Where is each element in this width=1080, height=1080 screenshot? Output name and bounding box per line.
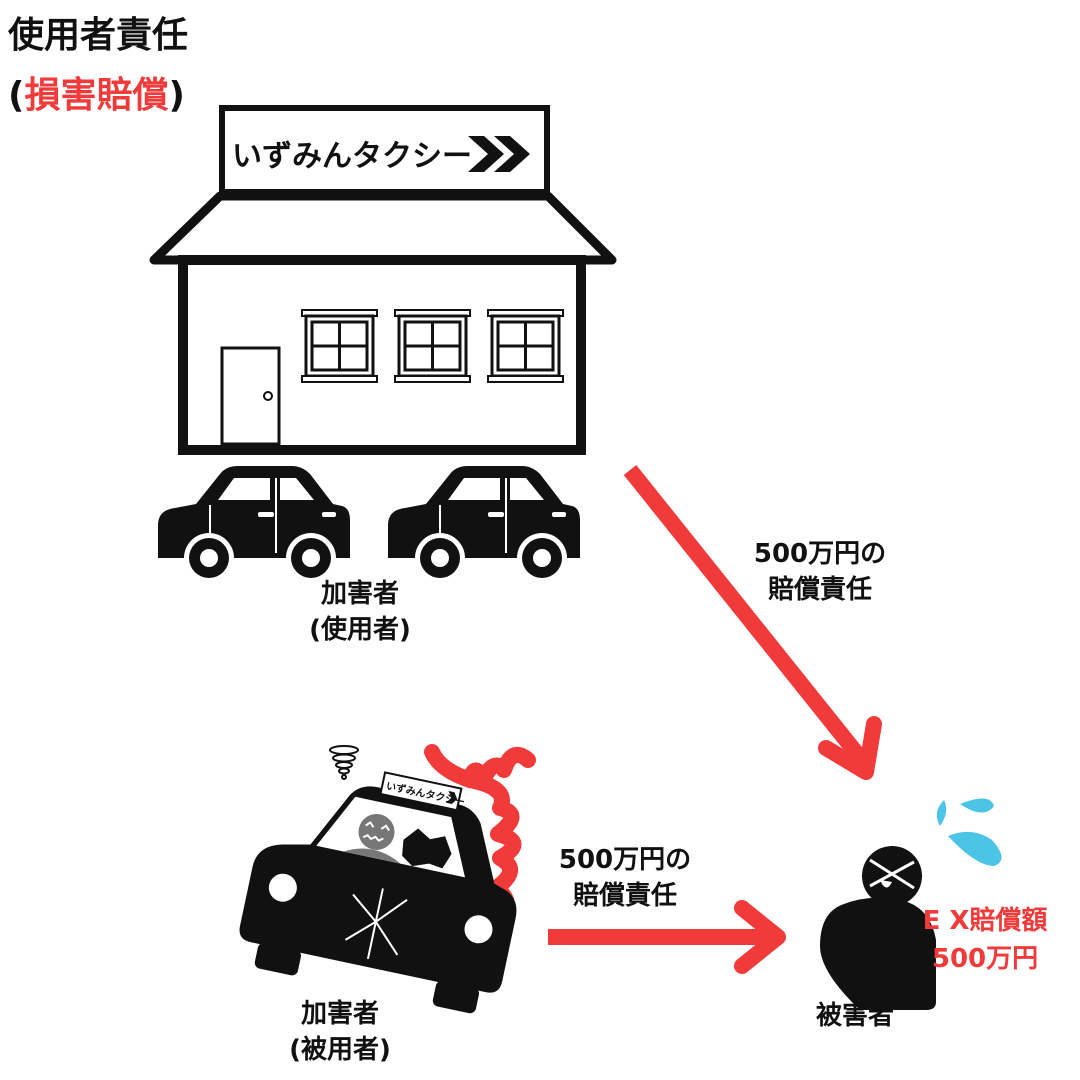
victim-label: 被害者 [815,1001,894,1031]
employer-label: 加害者 (使用者) [309,579,411,645]
arrow-employer-to-victim [623,465,882,780]
cracked-glass-icon [344,888,408,960]
window-3 [487,309,564,383]
employee-label: 加害者 (被用者) [289,999,391,1065]
headlight-right [464,915,493,944]
door-knob [263,391,273,401]
page-subtitle: (損害賠償) [8,75,185,116]
window-2 [394,309,471,383]
shop-sign-text: いずみんタクシー [232,139,472,174]
dizzy-swirl-icon [329,745,359,780]
victim-body [820,897,936,1010]
page-title: 使用者責任 [8,15,189,56]
damages-label: E X賠償額 500万円 [922,906,1048,974]
victim-person-icon [820,846,936,1010]
car-icon-left [158,466,350,583]
subtitle-highlight: 損害賠償 [24,75,169,116]
arrow-employee-to-victim [548,900,786,974]
victim-head [862,846,922,906]
arrow-employee-text: 500万円の 賠償責任 [558,845,692,911]
crack-blot [402,828,452,869]
driver-face [358,813,395,850]
small-sign-board [379,771,463,812]
window-1 [301,309,378,383]
double-chevron-icon [468,136,530,172]
arrow-employer-text: 500万円の 賠償責任 [753,539,887,605]
headlight-left [268,873,297,902]
taxi-company-building: いずみんタクシー [149,105,617,455]
roof [149,191,617,265]
sweat-drops-icon [936,798,1002,866]
crashed-taxi-icon: いずみんタクシー [239,771,517,1014]
car-icon-right [388,466,580,583]
